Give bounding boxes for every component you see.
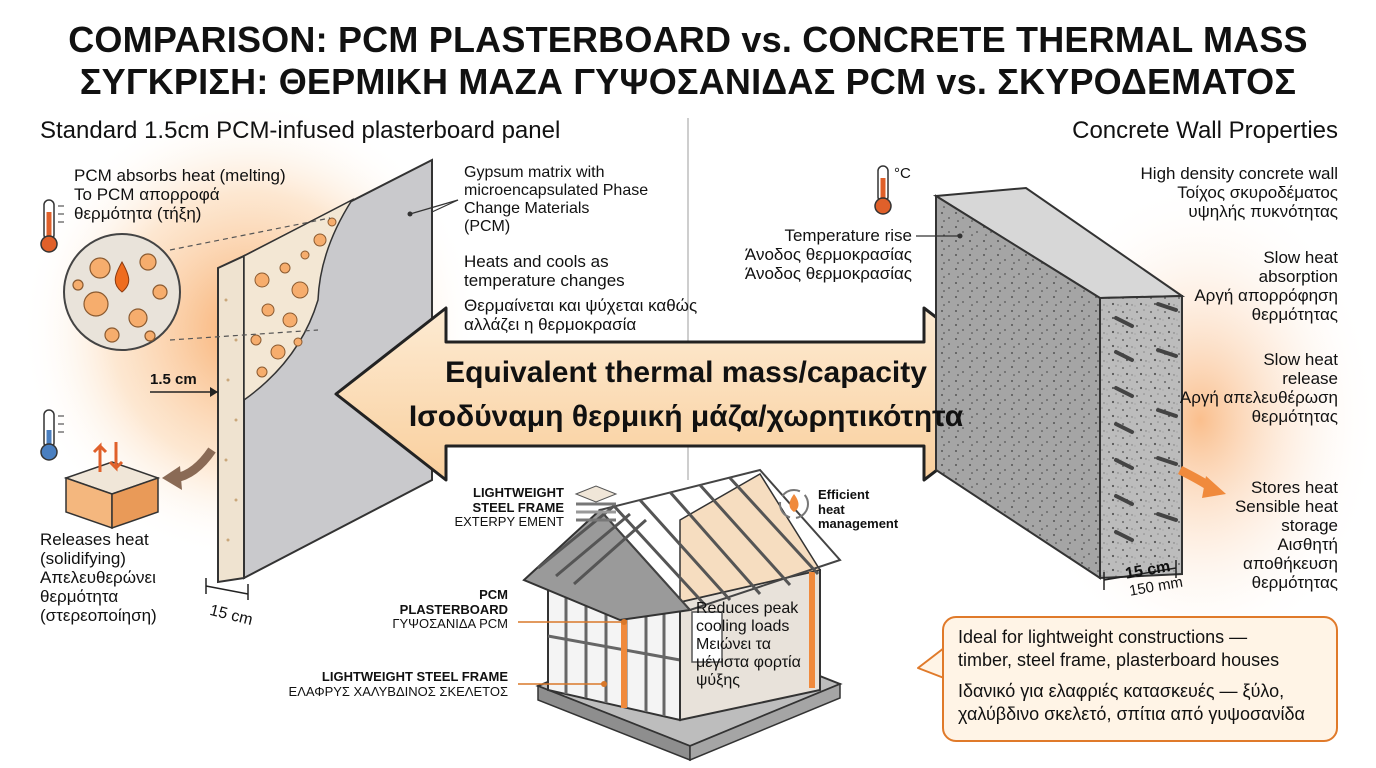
callout-line-3: Ιδανικό για ελαφριές κατασκευές — ξύλο,: [958, 681, 1285, 701]
arrow-text-greek: Ισοδύναμη θερμική μάζα/χωρητικότητα: [408, 400, 964, 433]
title-greek: ΣΥΓΚΡΙΣΗ: ΘΕΡΜΙΚΗ ΜΑΖΑ ΓΥΨΟΣΑΝΙΔΑΣ PCM v…: [79, 61, 1297, 102]
pcm-panel: [217, 158, 433, 584]
callout-line-1: Ideal for lightweight constructions —: [958, 627, 1248, 647]
thermometer-cool-icon: [40, 409, 64, 461]
pcm-sample-block-icon: [63, 442, 161, 530]
callout-line-2: timber, steel frame, plasterboard houses: [958, 650, 1280, 670]
title-english: COMPARISON: PCM PLASTERBOARD vs. CONCRET…: [68, 19, 1308, 60]
pcm-magnifier: [63, 217, 331, 351]
thickness-label: 1.5 cm: [150, 371, 197, 388]
arrow-text-english: Equivalent thermal mass/capacity: [445, 356, 927, 389]
concrete-wall: [932, 186, 1186, 580]
right-heading: Concrete Wall Properties: [1072, 117, 1338, 144]
thermometer-rise-icon: [874, 165, 892, 215]
absorbs-text: PCM absorbs heat (melting)Το PCM απορροφ…: [74, 166, 286, 224]
steel-frame-icon: [574, 485, 618, 522]
efficient-heat-icon: [779, 489, 809, 519]
ideal-callout: Ideal for lightweight constructions — ti…: [942, 616, 1338, 742]
thermometer-hot-icon: [40, 199, 64, 253]
degree-unit-label: °C: [894, 165, 911, 182]
steel-frame-house: [522, 468, 843, 762]
callout-line-4: χαλύβδινο σκελετό, σπίτια από γυψοσανίδα: [958, 704, 1305, 724]
left-heading: Standard 1.5cm PCM-infused plasterboard …: [40, 117, 561, 144]
